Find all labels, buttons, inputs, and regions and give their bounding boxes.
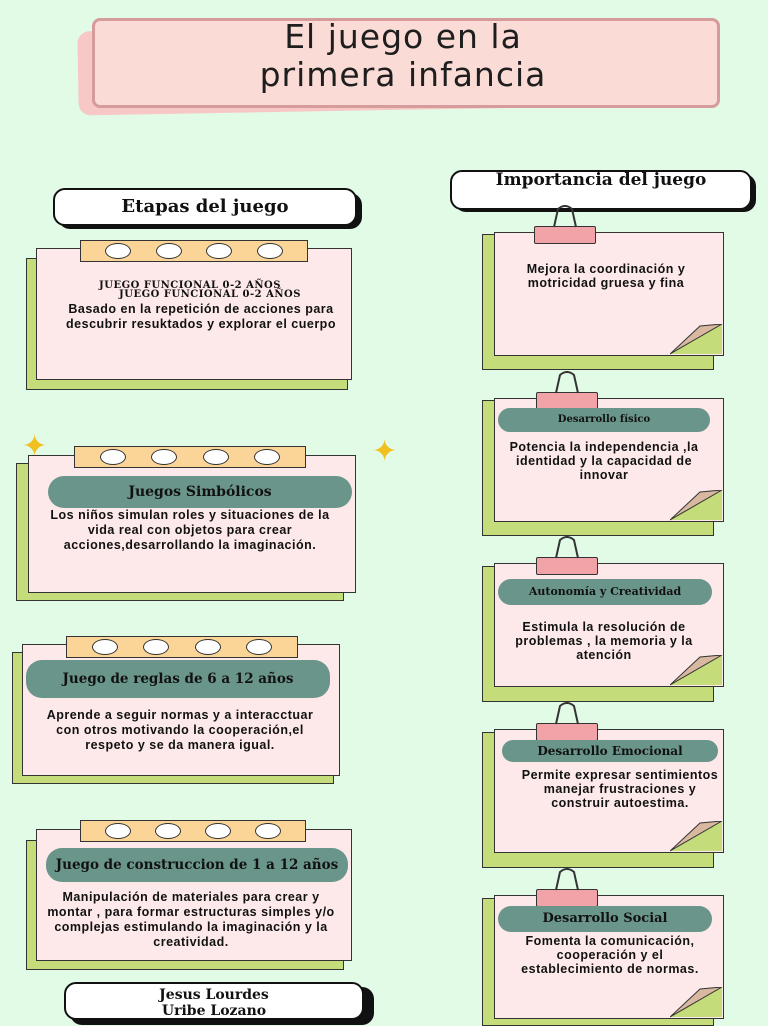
binder-clip-icon (555, 702, 579, 725)
heart-icon (105, 823, 131, 839)
page-title: El juego en la primera infancia (92, 18, 714, 94)
heart-icon (105, 243, 132, 259)
stage-1-text: Basado en la repetición de acciones para… (66, 302, 336, 331)
stage-1-label-b: JUEGO FUNCIONAL 0-2 AÑOS (119, 289, 301, 300)
heart-icon (255, 823, 281, 839)
heart-icon (99, 449, 126, 465)
note-5-text: Fomenta la comunicación, cooperación y e… (521, 934, 699, 976)
stage-2-label: Juegos Simbólicos (48, 476, 352, 508)
right-heading: Importancia del juego (450, 170, 752, 210)
heart-icon (194, 639, 221, 655)
author-line-1: Jesus Lourdes (159, 987, 269, 1003)
stage-4-label: Juego de construccion de 1 a 12 años (46, 848, 348, 882)
stage-card-1 (36, 248, 352, 380)
heart-icon (155, 243, 182, 259)
binder-clip-icon (553, 205, 577, 228)
note-2-text: Potencia la independencia ,la identidad … (509, 440, 699, 482)
note-5-label: Desarrollo Social (498, 906, 712, 932)
heart-icon (206, 243, 233, 259)
note-4-label: Desarrollo Emocional (502, 740, 718, 762)
heart-icon (151, 449, 178, 465)
note-3-fold (670, 655, 723, 686)
author-line-2: Uribe Lozano (161, 1003, 267, 1019)
title-banner (92, 18, 720, 108)
stage-card-1-tab (80, 240, 308, 262)
binder-clip-icon (534, 226, 596, 244)
heart-icon (91, 639, 118, 655)
heart-icon (254, 449, 281, 465)
stage-1-label-a: JUEGO FUNCIONAL 0-2 AÑOS (99, 280, 281, 291)
note-3-text: Estimula la resolución de problemas , la… (515, 620, 693, 662)
note-2-label: Desarrollo físico (498, 408, 710, 432)
heart-icon (155, 823, 181, 839)
note-2-fold (670, 490, 723, 521)
binder-clip-icon (536, 557, 598, 575)
note-5-fold (670, 987, 723, 1018)
left-heading: Etapas del juego (53, 188, 357, 226)
stage-3-text: Aprende a seguir normas y a interacctuar… (46, 708, 314, 752)
note-3-label: Autonomía y Creatividad (498, 579, 712, 605)
note-1-text: Mejora la coordinación y motricidad grue… (526, 262, 686, 290)
note-1 (494, 232, 724, 356)
title-line-1: El juego en la (284, 17, 522, 56)
heart-icon (256, 243, 283, 259)
binder-clip-icon (555, 371, 579, 394)
binder-clip-icon (555, 868, 579, 891)
stage-3-label: Juego de reglas de 6 a 12 años (26, 660, 330, 698)
note-4-text: Permite expresar sentimientos manejar fr… (521, 768, 719, 810)
author-box: Jesus Lourdes Uribe Lozano (64, 982, 364, 1020)
heart-icon (143, 639, 170, 655)
stage-card-2-tab (74, 446, 306, 468)
heart-icon (246, 639, 273, 655)
stage-card-4-tab (80, 820, 306, 842)
heart-icon (205, 823, 231, 839)
stage-4-text: Manipulación de materiales para crear y … (47, 890, 335, 949)
stage-card-3-tab (66, 636, 298, 658)
heart-icon (202, 449, 229, 465)
note-4-fold (670, 821, 723, 852)
stage-2-text: Los niños simulan roles y situaciones de… (50, 508, 330, 552)
binder-clip-icon (555, 536, 579, 559)
title-line-2: primera infancia (259, 55, 547, 94)
note-1-fold (670, 324, 723, 355)
sparkle-icon: ✦ (372, 435, 398, 468)
